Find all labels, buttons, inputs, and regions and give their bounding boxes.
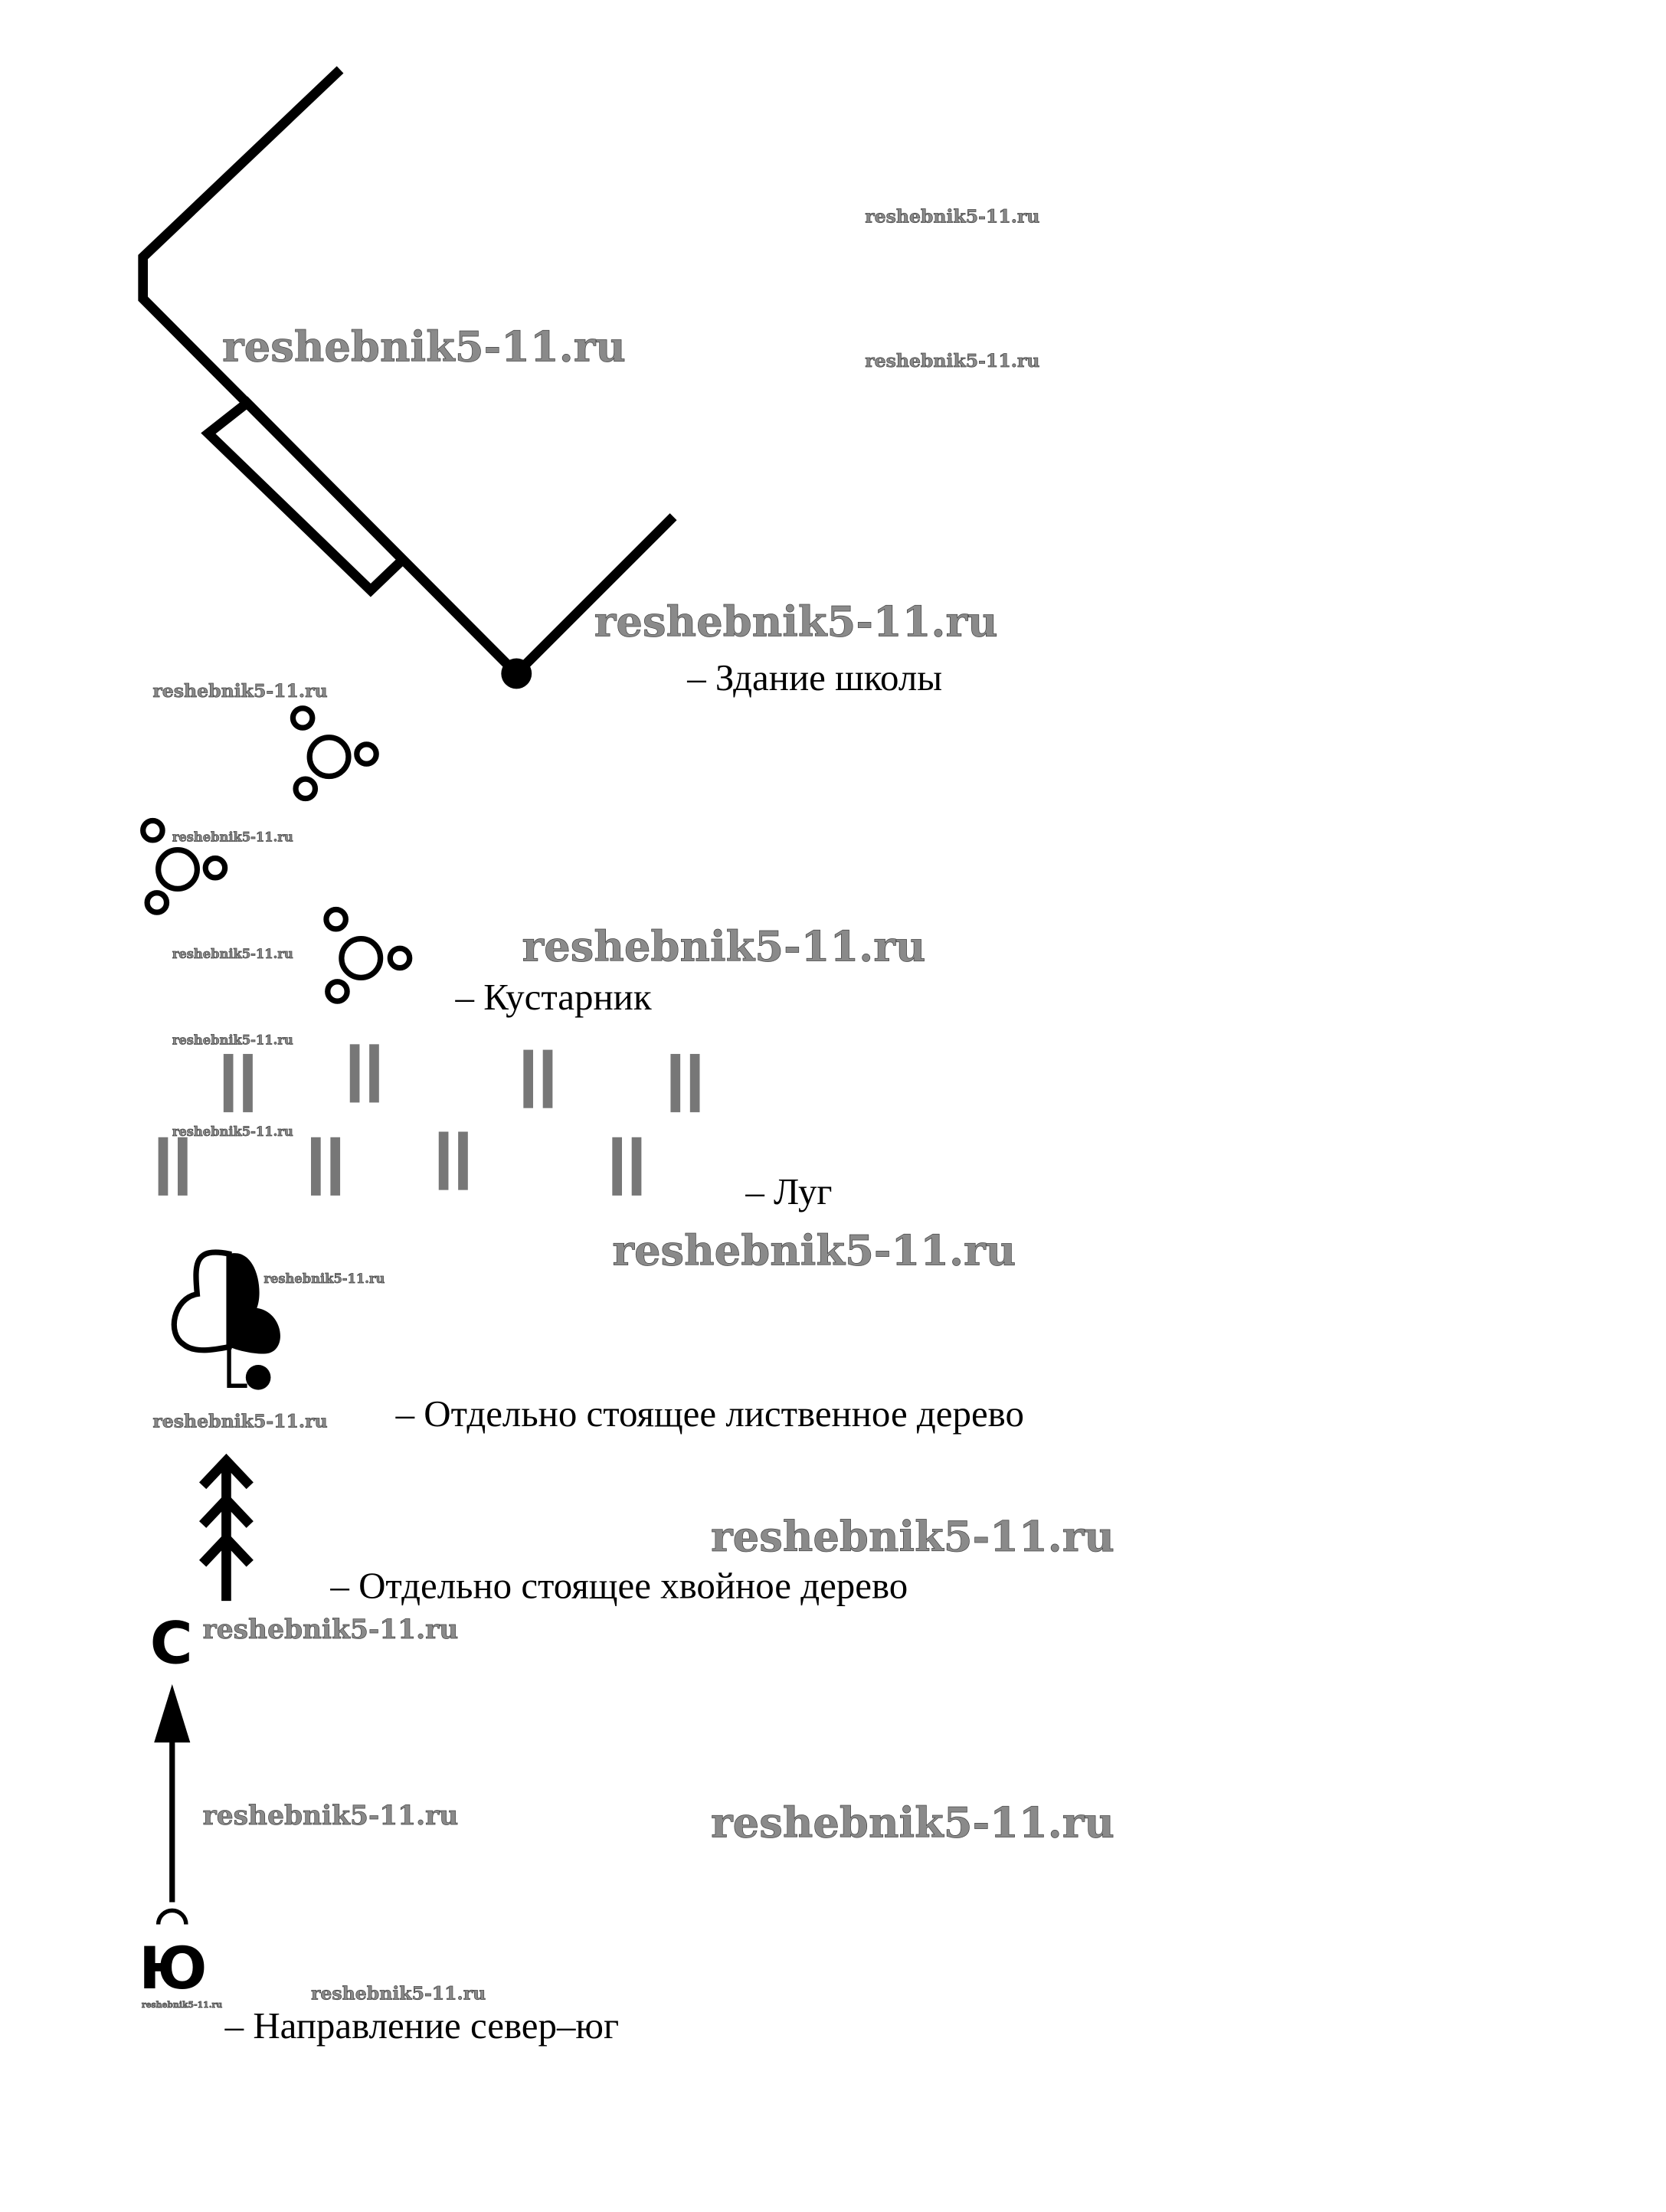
watermark: reshebnik5-11.ru xyxy=(203,1801,459,1831)
watermark: reshebnik5-11.ru xyxy=(263,1271,385,1286)
watermark: reshebnik5-11.ru xyxy=(612,1226,1016,1275)
legend-school-label: – Здание школы xyxy=(686,656,942,699)
deciduous-tree-icon xyxy=(171,1249,280,1390)
watermark: reshebnik5-11.ru xyxy=(594,597,998,646)
watermark: reshebnik5-11.ru xyxy=(142,2000,222,2010)
legend-meadow-label: – Луг xyxy=(745,1170,832,1212)
watermark: reshebnik5-11.ru xyxy=(203,1615,459,1645)
watermark: reshebnik5-11.ru xyxy=(711,1512,1114,1561)
conifer-tree-icon xyxy=(199,1453,254,1602)
watermark: reshebnik5-11.ru xyxy=(222,322,626,371)
watermark: reshebnik5-11.ru xyxy=(172,1032,293,1047)
watermark: reshebnik5-11.ru xyxy=(522,922,926,971)
watermark: reshebnik5-11.ru xyxy=(172,947,293,961)
watermarks: reshebnik5-11.ru reshebnik5-11.ru resheb… xyxy=(142,205,1115,2011)
legend-deciduous-label: – Отдельно стоящее лиственное дерево xyxy=(395,1392,1024,1435)
watermark: reshebnik5-11.ru xyxy=(152,1411,327,1432)
legend-shrub-label: – Кустарник xyxy=(455,976,652,1018)
shrub-icon xyxy=(140,705,413,1004)
watermark: reshebnik5-11.ru xyxy=(711,1798,1114,1847)
south-label: Ю xyxy=(139,1934,207,2002)
school-building-icon xyxy=(138,66,677,689)
watermark: reshebnik5-11.ru xyxy=(865,350,1039,371)
watermark: reshebnik5-11.ru xyxy=(172,830,293,845)
north-label: С xyxy=(150,1609,193,1677)
watermark: reshebnik5-11.ru xyxy=(311,1982,486,2004)
north-arrow-icon xyxy=(154,1684,191,1925)
watermark: reshebnik5-11.ru xyxy=(172,1124,293,1139)
legend-north-south-label: – Направление север–юг xyxy=(224,2004,619,2047)
watermark: reshebnik5-11.ru xyxy=(865,205,1039,227)
meadow-icon xyxy=(158,1044,700,1196)
legend-conifer-label: – Отдельно стоящее хвойное дерево xyxy=(329,1565,908,1607)
watermark: reshebnik5-11.ru xyxy=(152,680,327,702)
